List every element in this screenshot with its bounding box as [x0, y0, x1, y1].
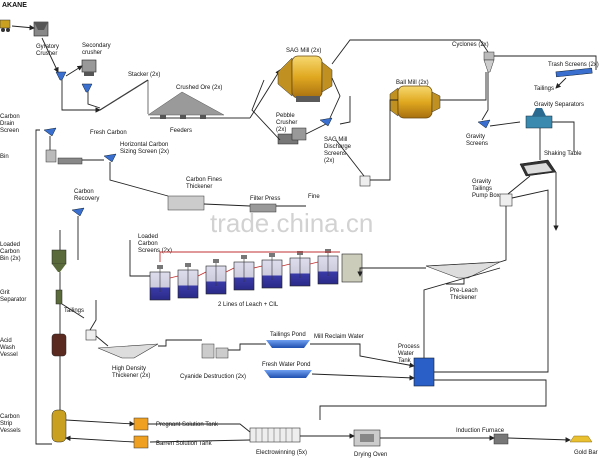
tailings-top-label: Tailings [534, 86, 554, 92]
stacker-icon [99, 79, 149, 114]
high-density-thickener [97, 343, 159, 359]
process-water-tank [413, 357, 435, 387]
shaking-table-label: Shaking Table [544, 151, 582, 157]
tailings-pond [266, 340, 310, 348]
leach-tank [317, 249, 339, 285]
shaking-table-icon [519, 159, 557, 177]
sag-mill-icon [277, 55, 333, 102]
fresh-water-pond [264, 370, 312, 378]
induction-furnace-icon [493, 433, 509, 445]
gravity-sep-label: Gravity Separators [534, 102, 584, 108]
drying-oven-label: Drying Oven [354, 452, 387, 458]
pebble-crusher-icon [277, 127, 307, 145]
feeders-label: Feeders [170, 128, 192, 134]
mill-reclaim-label: Mill Reclaim Water [314, 334, 364, 340]
carbon-strip-vessel [51, 409, 67, 443]
leach-tank [205, 259, 235, 295]
carbon-recovery-screen [71, 207, 85, 217]
fine-label: Fine [308, 194, 320, 200]
cyclones-label: Cyclones (2x) [452, 42, 489, 48]
sag-discharge-screen [319, 117, 333, 127]
fresh-carbon-label: Fresh Carbon [90, 130, 127, 136]
carbon-bin-icon [45, 149, 83, 165]
leach-tank [149, 265, 179, 301]
ball-mill-icon [389, 85, 441, 119]
tailings-mid-label: Tailings [64, 308, 84, 314]
crushed-ore-label: Crushed Ore (2x) [176, 85, 222, 91]
tailings-pond-label: Tailings Pond [270, 332, 306, 338]
watermark-text: trade.china.cn [210, 208, 373, 238]
secondary-crusher-icon [81, 59, 97, 76]
barren-solution-tank [133, 435, 149, 449]
pre-leach-thickener [425, 261, 501, 279]
crushed-ore-pile [147, 91, 225, 116]
haul-truck-icon [0, 19, 11, 32]
fresh-water-label: Fresh Water Pond [262, 362, 310, 368]
ball-mill-label: Ball Mill (2x) [396, 80, 429, 86]
gravity-pump-box [499, 193, 513, 207]
gravity-separator-icon [525, 108, 553, 129]
pregnant-solution-tank [133, 417, 149, 431]
feeders-conveyor [150, 115, 250, 119]
left-bin-label: Bin [0, 154, 9, 160]
pre-leach-tank [341, 253, 363, 283]
cyclones-icon [483, 51, 495, 73]
leach-tank [233, 255, 263, 291]
induction-label: Induction Furnace [456, 428, 505, 434]
leach-tank [289, 251, 319, 287]
cyanide-label: Cyanide Destruction (2x) [180, 374, 246, 380]
gravity-screen-icon [477, 119, 491, 129]
fresh-carbon-screen [103, 153, 117, 163]
cyanide-destruction-icon [201, 343, 229, 359]
trash-screens-label: Trash Screens (2x) [548, 62, 599, 68]
leach-cil-label: 2 Lines of Leach + CIL [218, 302, 279, 308]
loaded-carbon-bin [51, 249, 67, 272]
filter-press-icon [249, 203, 277, 213]
barren-label: Barren Solution Tank [156, 441, 213, 447]
sag-mill-label: SAG Mill (2x) [286, 48, 321, 54]
tailings-pump-box [85, 329, 97, 341]
drying-oven-icon [353, 429, 381, 447]
electrowinning-cells [249, 427, 301, 443]
leach-tank [177, 263, 207, 299]
carbon-drain-screen [43, 127, 57, 137]
stacker-label: Stacker (2x) [128, 72, 160, 78]
plant-title: AKANE [2, 2, 27, 9]
sag-pump-box [359, 175, 371, 187]
pregnant-label: Pregnant Solution Tank [156, 422, 219, 428]
grit-separator-icon [55, 289, 63, 305]
gold-bar-label: Gold Bar [574, 450, 598, 456]
electrowinning-label: Electrowinning (5x) [256, 450, 307, 456]
leach-cil-tanks [149, 249, 363, 301]
trash-screens-icon [555, 67, 593, 78]
leach-tank [261, 253, 291, 289]
filter-press-label: Filter Press [250, 196, 280, 202]
carbon-fines-thickener [167, 195, 205, 211]
gyratory-crusher-icon [33, 21, 49, 37]
gold-bar-icon [569, 435, 593, 443]
acid-wash-vessel [51, 333, 67, 357]
